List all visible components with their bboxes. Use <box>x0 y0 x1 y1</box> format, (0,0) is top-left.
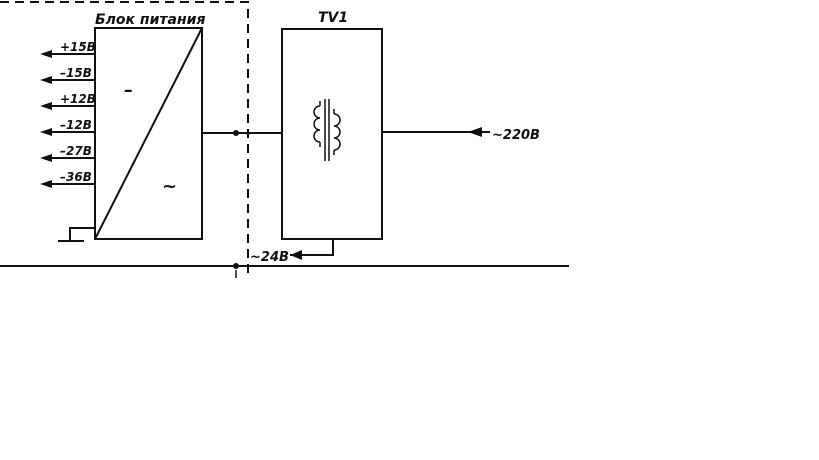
psu-title: Блок питания <box>95 12 205 28</box>
psu-output-1: +15В <box>40 40 96 58</box>
psu-output-2: –15В <box>40 66 95 84</box>
psu-ac-sign: ~ <box>162 176 177 197</box>
output-arrow-icon <box>40 76 52 84</box>
output-arrow-icon <box>40 50 52 58</box>
psu-output-6: –36В <box>40 170 95 188</box>
psu-outputs: +15В –15В +12В –12В –27В –36В <box>40 40 96 188</box>
mains-input-arrow-icon <box>468 127 482 137</box>
output-label: –12В <box>60 118 92 132</box>
psu-output-5: –27В <box>40 144 95 162</box>
output-arrow-icon <box>40 102 52 110</box>
output-label: +12В <box>60 92 96 106</box>
psu-dc-sign: – <box>124 80 133 101</box>
aux-output-arrow-icon <box>290 250 302 260</box>
ground-symbol <box>58 227 95 242</box>
psu-enclosure-dashed <box>0 1 249 278</box>
transformer-title: TV1 <box>318 10 348 26</box>
transformer-block <box>281 28 383 240</box>
junction-dot-bottom <box>233 263 239 269</box>
output-label: –27В <box>60 144 92 158</box>
psu-diagonal <box>94 27 203 240</box>
aux-output-wire <box>290 239 334 256</box>
transformer-symbol-icon <box>313 99 341 161</box>
psu-output-4: –12В <box>40 118 95 136</box>
output-arrow-icon <box>40 128 52 136</box>
junction-dot-top <box>233 130 239 136</box>
output-arrow-icon <box>40 154 52 162</box>
mains-input-label: ~220В <box>492 128 540 143</box>
output-label: –15В <box>60 66 92 80</box>
psu-output-3: +12В <box>40 92 96 110</box>
output-label: +15В <box>60 40 96 54</box>
output-arrow-icon <box>40 180 52 188</box>
output-label: –36В <box>60 170 92 184</box>
aux-output-label: ~24В <box>250 250 289 265</box>
